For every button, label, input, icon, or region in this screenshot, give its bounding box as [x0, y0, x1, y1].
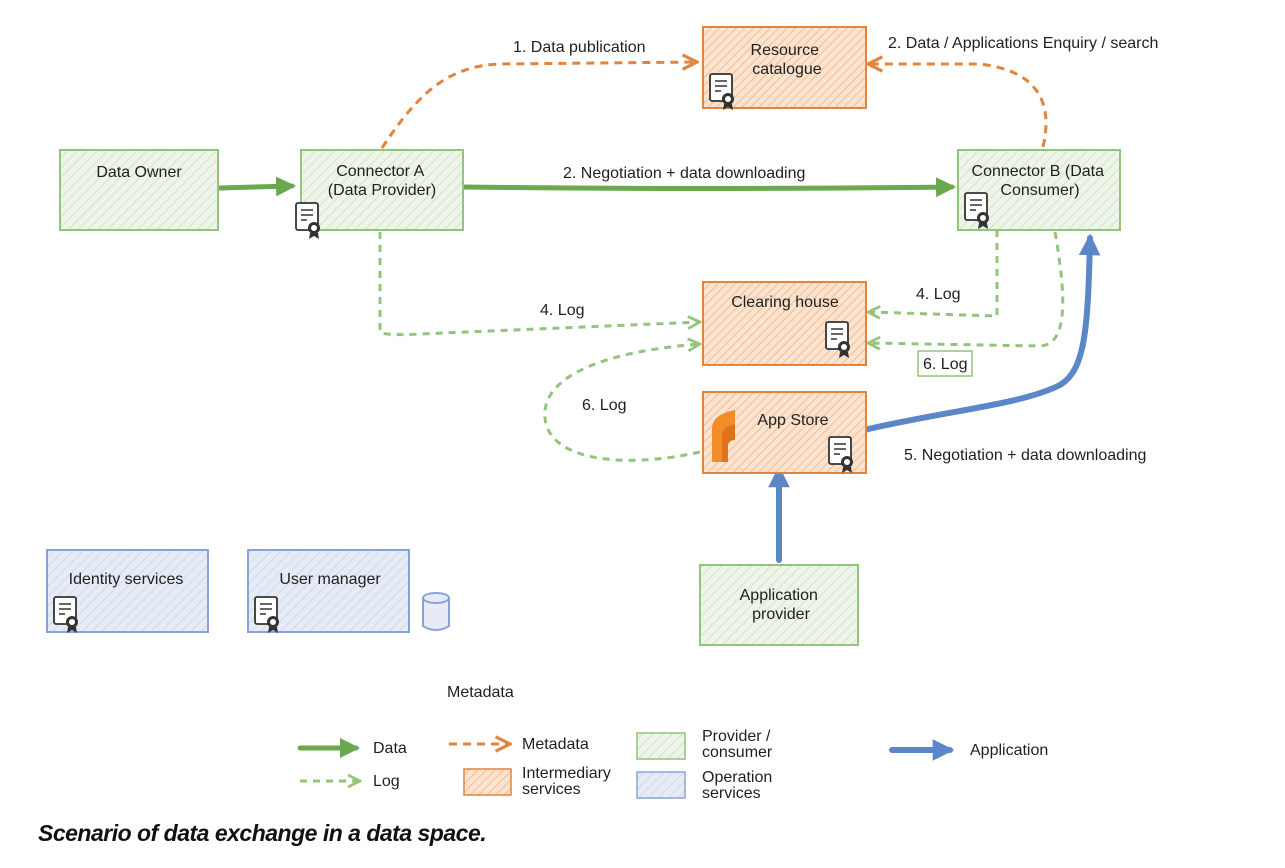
legend: Data Log Metadata Intermediary services …	[297, 728, 1048, 802]
legend-operation: Operation services	[636, 769, 777, 802]
edge-data-publication	[380, 62, 697, 149]
svg-text:Operation services: Operation services	[702, 769, 777, 802]
edge-log-connector-b-6	[868, 231, 1065, 346]
svg-text:Log: Log	[373, 773, 400, 790]
node-clearing-house: Clearing house	[702, 281, 867, 366]
svg-text:Metadata: Metadata	[522, 736, 589, 753]
legend-provider: Provider / consumer	[636, 728, 775, 761]
svg-text:Data: Data	[373, 740, 407, 757]
node-user-manager: User manager	[247, 549, 410, 634]
node-connector-a: Connector A (Data Provider)	[295, 149, 464, 240]
certificate-icon	[295, 202, 321, 240]
edge-data-owner-to-connector-a	[217, 176, 296, 197]
node-user-manager-label: User manager	[279, 571, 381, 588]
label-data-publication: 1. Data publication	[513, 39, 646, 56]
svg-text:Intermediary services: Intermediary services	[522, 765, 615, 798]
node-data-owner-label: Data Owner	[96, 164, 182, 181]
label-log-app-store: 6. Log	[582, 397, 626, 414]
metadata-heading: Metadata	[447, 684, 514, 701]
legend-log: Log	[300, 773, 400, 790]
edge-enquiry-search	[868, 64, 1048, 148]
node-application-provider: Application provider	[699, 564, 859, 646]
label-negotiation-app: 5. Negotiation + data downloading	[904, 447, 1146, 464]
label-enquiry-search: 2. Data / Applications Enquiry / search	[888, 35, 1158, 52]
node-app-store: App Store	[702, 391, 867, 474]
legend-intermediary: Intermediary services	[463, 765, 615, 798]
label-log-connector-b-6: 6. Log	[917, 350, 973, 377]
node-connector-b-label: Connector B (Data Consumer)	[972, 163, 1109, 199]
edge-log-connector-b	[868, 230, 999, 316]
node-clearing-house-label: Clearing house	[731, 294, 839, 311]
legend-application: Application	[889, 739, 1048, 761]
legend-data: Data	[297, 738, 407, 758]
svg-text:6. Log: 6. Log	[923, 356, 967, 373]
svg-text:Provider / consumer: Provider / consumer	[702, 728, 775, 761]
svg-text:Application: Application	[970, 742, 1048, 759]
label-negotiation-a-b: 2. Negotiation + data downloading	[563, 165, 805, 182]
figure-caption: Scenario of data exchange in a data spac…	[38, 820, 487, 846]
node-connector-a-label: Connector A (Data Provider)	[328, 163, 436, 199]
node-resource-catalogue-label: Resource catalogue	[751, 42, 824, 78]
node-identity-services-label: Identity services	[69, 571, 184, 588]
node-resource-catalogue: Resource catalogue	[702, 26, 867, 111]
node-app-store-label: App Store	[757, 412, 828, 429]
edge-log-connector-a	[378, 232, 700, 337]
node-data-owner: Data Owner	[59, 149, 219, 231]
node-identity-services: Identity services	[46, 549, 209, 634]
edge-connector-a-to-connector-b	[460, 177, 956, 198]
edge-log-app-store	[543, 344, 700, 462]
database-icon	[422, 592, 450, 631]
label-log-connector-b: 4. Log	[916, 286, 960, 303]
legend-metadata: Metadata	[449, 736, 589, 753]
node-application-provider-label: Application provider	[740, 587, 823, 623]
node-connector-b: Connector B (Data Consumer)	[957, 149, 1121, 231]
app-store-logo-icon	[712, 410, 735, 462]
label-log-connector-a: 4. Log	[540, 302, 584, 319]
edge-app-store-to-connector-b	[861, 233, 1101, 433]
